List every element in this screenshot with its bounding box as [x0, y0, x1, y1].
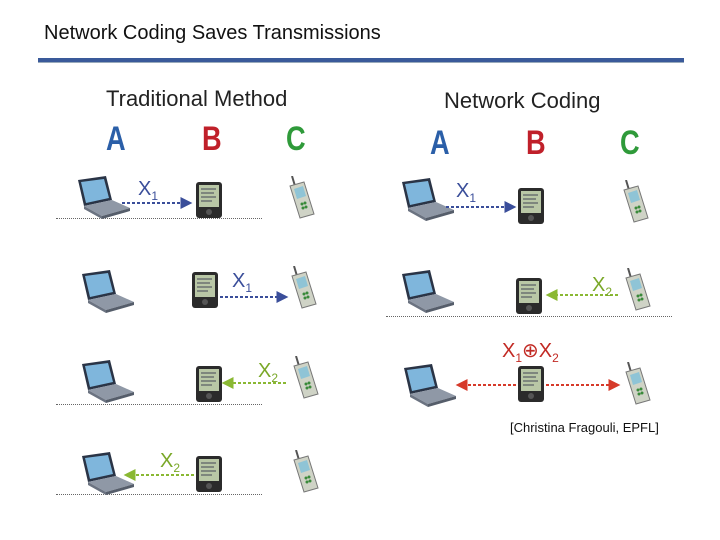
arrow-x2-c-to-b [221, 377, 286, 389]
packet-label-x2: X2 [258, 360, 279, 385]
laptop-icon [76, 360, 136, 404]
phone-icon [286, 176, 316, 220]
arrow-x1-a-to-b [446, 201, 517, 213]
arrow-x1-b-to-c [220, 291, 289, 303]
packet-label-x1: X1 [138, 178, 159, 203]
packet-label-x2: X2 [592, 274, 613, 299]
arrow-x1-a-to-b [122, 197, 193, 209]
trad-node-a-label: A [106, 120, 126, 158]
arrow-xor-b-to-a [455, 379, 516, 391]
title-rule [38, 58, 684, 63]
coding-node-a-label: A [430, 124, 450, 162]
arrow-x2-b-to-a [123, 469, 194, 481]
laptop-icon [76, 270, 136, 314]
pda-icon [192, 272, 218, 308]
arrow-x2-c-to-b [545, 289, 618, 301]
slide-title: Network Coding Saves Transmissions [44, 22, 381, 44]
arrow-xor-b-to-c [546, 379, 621, 391]
coding-node-b-label: B [526, 124, 546, 162]
phone-icon [622, 268, 652, 312]
phone-icon [622, 362, 652, 406]
phone-icon [620, 180, 650, 224]
traditional-heading: Traditional Method [106, 86, 288, 111]
coding-node-c-label: C [620, 124, 640, 162]
laptop-icon [398, 364, 458, 408]
laptop-icon [396, 178, 456, 222]
ground-line [386, 316, 672, 317]
packet-label-x2: X2 [160, 450, 181, 475]
packet-label-x1: X1 [456, 180, 477, 205]
trad-node-b-label: B [202, 120, 222, 158]
pda-icon [196, 366, 222, 402]
packet-label-x1-xor-x2: X1⊕X2 [502, 340, 559, 365]
phone-icon [288, 266, 318, 310]
xor-symbol: ⊕ [522, 340, 539, 362]
coding-heading: Network Coding [444, 88, 601, 113]
ground-line [56, 218, 262, 219]
phone-icon [290, 450, 320, 494]
packet-label-x1: X1 [232, 270, 253, 295]
laptop-icon [396, 270, 456, 314]
ground-line [56, 404, 262, 405]
citation: [Christina Fragouli, EPFL] [510, 420, 659, 435]
pda-icon [516, 278, 542, 314]
ground-line [56, 494, 262, 495]
trad-node-c-label: C [286, 120, 306, 158]
